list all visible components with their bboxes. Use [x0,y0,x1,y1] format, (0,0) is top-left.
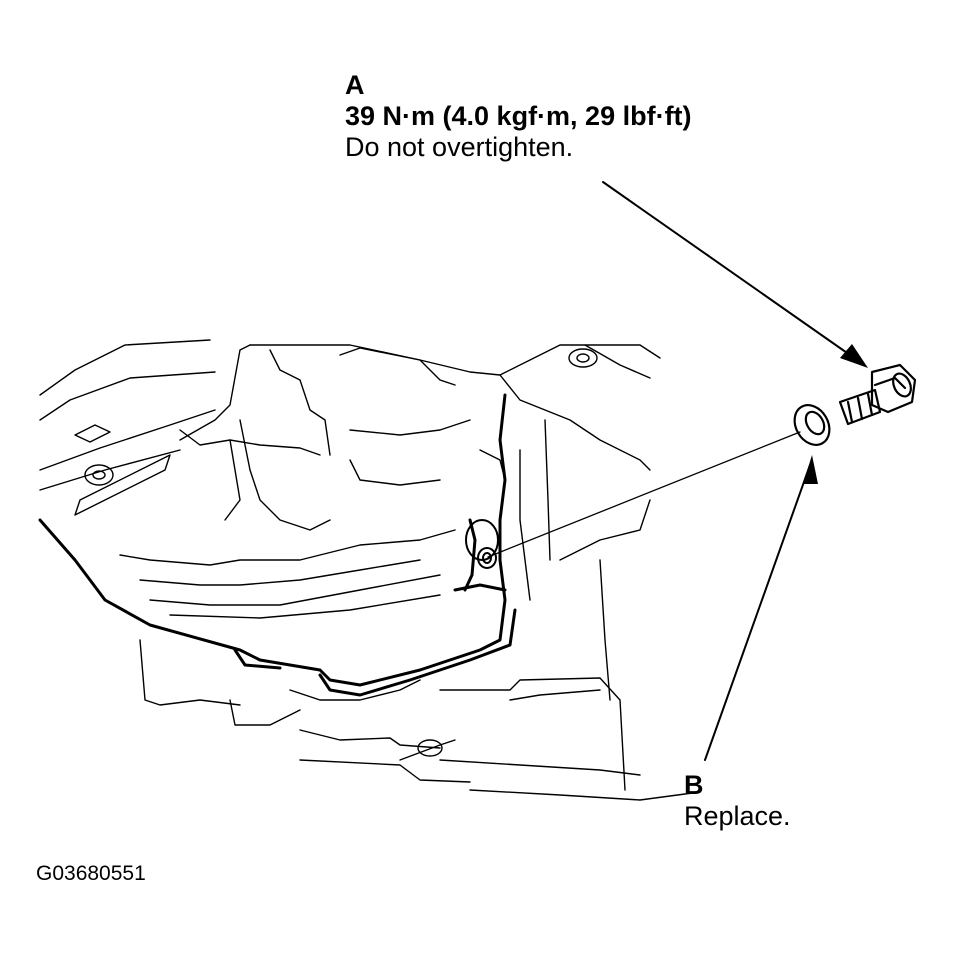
arrowhead-a-icon [840,344,868,368]
engine-block [39,339,701,801]
figure-id: G03680551 [36,862,146,885]
callout-a-letter: A [345,70,365,100]
oil-pan [38,393,517,697]
arrowhead-b-icon [803,455,818,484]
callout-a-note: Do not overtighten. [345,132,574,163]
leader-line-b [704,464,811,761]
callout-a: A 39 N·m (4.0 kgf·m, 29 lbf·ft) Do not o… [345,70,692,163]
callout-b-letter: B [684,770,704,800]
drain-washer [793,404,831,446]
callout-b: B Replace. [684,770,791,832]
alignment-line [487,431,801,558]
drain-bolt [838,363,917,426]
callout-a-torque: 39 N·m (4.0 kgf·m, 29 lbf·ft) [345,101,692,132]
callout-b-note: Replace. [684,801,791,832]
drain-hole [465,519,499,569]
leader-line-a [602,181,861,363]
